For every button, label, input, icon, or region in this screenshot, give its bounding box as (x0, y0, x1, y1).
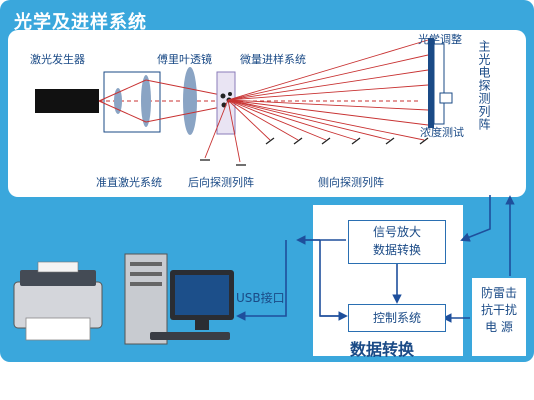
lens-2 (141, 75, 151, 127)
label-optical-adjust: 光学调整 (418, 33, 462, 46)
scatter-rays (204, 39, 429, 163)
label-side-array: 侧向探测列阵 (318, 176, 384, 189)
label-back-array: 后向探测列阵 (188, 176, 254, 189)
label-micro-injection: 微量进样系统 (240, 53, 306, 66)
main-detector-array (428, 38, 434, 128)
label-usb: USB接口 (236, 291, 285, 305)
control-system-box: 控制系统 (348, 304, 446, 332)
power-box: 防雷击 抗干扰 电 源 (472, 278, 526, 356)
side-detectors (200, 137, 429, 166)
lightning-text-3: 电 源 (485, 320, 513, 334)
lightning-text-2: 抗干扰 (480, 303, 517, 317)
signal-amp-text: 信号放大 (372, 225, 421, 239)
printer-image (13, 261, 103, 341)
label-main-detector: 主光电探测列阵 (477, 40, 491, 131)
lens-1 (114, 88, 122, 114)
label-data-conversion: 数据转换 (350, 340, 415, 359)
signal-amplifier-box: 信号放大 数据转换 (348, 220, 446, 264)
section-title: 光学及进样系统 (14, 12, 147, 33)
label-fourier-lens: 傅里叶透镜 (157, 53, 212, 66)
sample-cell (216, 71, 236, 135)
data-conv-text: 数据转换 (372, 243, 421, 257)
collimator-box (103, 71, 161, 133)
laser-generator (35, 89, 99, 113)
label-collimator: 准直激光系统 (96, 176, 162, 189)
label-concentration: 浓度测试 (420, 126, 464, 139)
fourier-lens (183, 67, 197, 135)
label-laser: 激光发生器 (30, 53, 85, 66)
pc-tower-image (124, 253, 168, 345)
monitor-image (150, 270, 234, 340)
lightning-text-1: 防雷击 (480, 286, 517, 300)
